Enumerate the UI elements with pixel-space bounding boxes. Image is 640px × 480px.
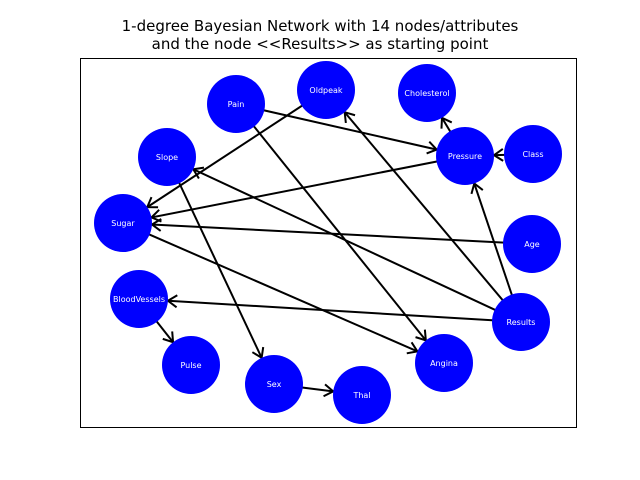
node-label: Sugar xyxy=(111,219,135,228)
edge-arrowhead xyxy=(251,346,265,360)
node-circle xyxy=(333,366,391,424)
edge-arrowhead xyxy=(470,181,484,195)
title-line-1: 1-degree Bayesian Network with 14 nodes/… xyxy=(121,17,519,35)
edge-line xyxy=(166,156,275,385)
edge-arrowhead xyxy=(415,329,427,342)
node-label: Class xyxy=(522,150,543,159)
node-label: Slope xyxy=(156,153,178,162)
node-label: BloodVessels xyxy=(113,295,165,304)
node-circle xyxy=(415,334,473,392)
diagram-title: 1-degree Bayesian Network with 14 nodes/… xyxy=(0,17,640,53)
edge-line xyxy=(122,222,445,364)
node-label: Pressure xyxy=(448,152,482,161)
node-class: Class xyxy=(504,125,562,183)
node-pain: Pain xyxy=(207,75,265,133)
node-sugar: Sugar xyxy=(94,194,152,252)
edge-results-to-bloodvessels xyxy=(138,294,522,323)
node-slope: Slope xyxy=(138,128,196,186)
node-thal: Thal xyxy=(333,366,391,424)
node-circle xyxy=(138,128,196,186)
node-circle xyxy=(297,61,355,119)
edge-slope-to-sex xyxy=(166,156,275,385)
node-label: Pulse xyxy=(180,361,201,370)
edge-arrowhead xyxy=(150,218,162,232)
title-line-2: and the node <<Results>> as starting poi… xyxy=(151,35,489,53)
node-age: Age xyxy=(503,215,561,273)
node-circle xyxy=(504,125,562,183)
edge-line xyxy=(122,89,327,224)
node-label: Pain xyxy=(228,100,245,109)
node-circle xyxy=(398,64,456,122)
node-label: Thal xyxy=(352,391,370,400)
node-label: Cholesterol xyxy=(404,89,449,98)
edge-arrowhead xyxy=(406,341,420,355)
node-circle xyxy=(110,270,168,328)
node-circle xyxy=(503,215,561,273)
edge-line xyxy=(138,298,522,323)
edge-pain-to-pressure xyxy=(235,103,466,157)
node-sex: Sex xyxy=(245,355,303,413)
edge-line xyxy=(122,222,533,245)
node-circle xyxy=(94,194,152,252)
node-label: Sex xyxy=(267,380,282,389)
edge-age-to-sugar xyxy=(122,218,533,245)
edge-line xyxy=(325,89,522,323)
plot-frame xyxy=(80,58,577,428)
edge-arrowhead xyxy=(166,294,178,309)
edge-line xyxy=(235,103,466,157)
node-circle xyxy=(245,355,303,413)
node-circle xyxy=(162,336,220,394)
node-cholesterol: Cholesterol xyxy=(398,64,456,122)
node-pressure: Pressure xyxy=(436,127,494,185)
node-oldpeak: Oldpeak xyxy=(297,61,355,119)
edge-results-to-oldpeak xyxy=(325,89,522,323)
node-circle xyxy=(436,127,494,185)
node-label: Age xyxy=(524,240,540,249)
edge-line xyxy=(122,155,466,224)
edge-sugar-to-angina xyxy=(122,222,445,364)
node-label: Oldpeak xyxy=(309,86,343,95)
edge-arrowhead xyxy=(426,141,439,155)
node-label: Results xyxy=(507,318,536,327)
node-circle xyxy=(207,75,265,133)
node-pulse: Pulse xyxy=(162,336,220,394)
edge-results-to-pressure xyxy=(464,155,522,323)
node-results: Results xyxy=(492,293,550,351)
node-angina: Angina xyxy=(415,334,473,392)
node-circle xyxy=(492,293,550,351)
node-bloodvessels: BloodVessels xyxy=(110,270,168,328)
node-label: Angina xyxy=(430,359,458,368)
